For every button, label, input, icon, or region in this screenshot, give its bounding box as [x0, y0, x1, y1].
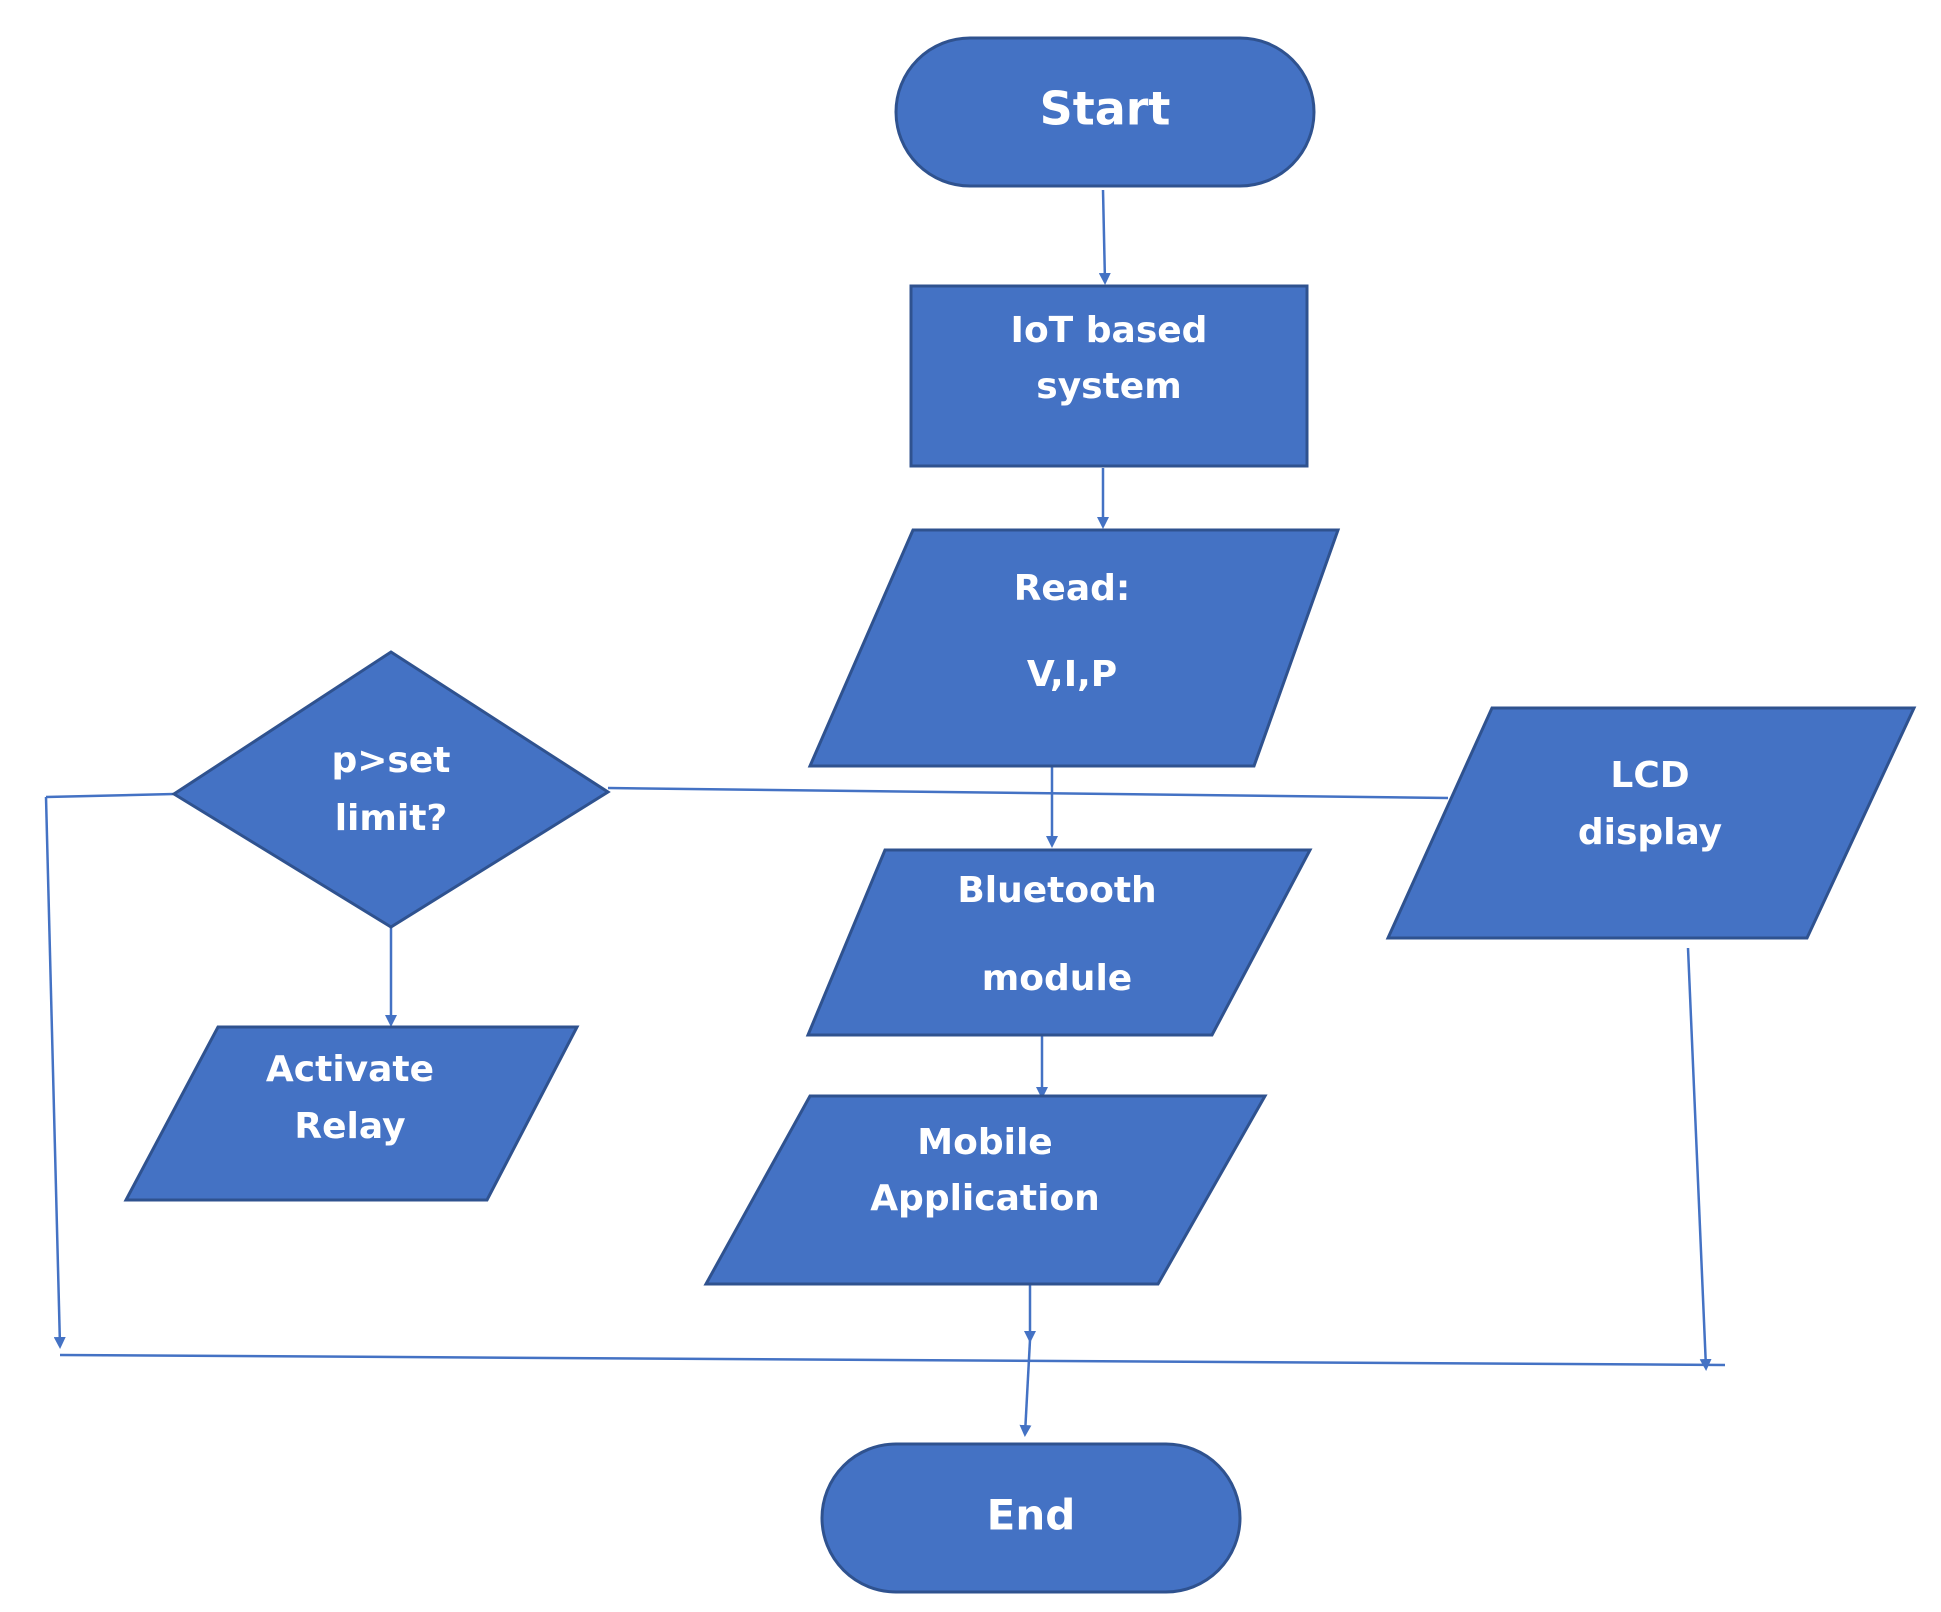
edge-decision-left-branch: [45, 792, 175, 799]
iot-system-label-line-1: IoT based: [1011, 310, 1208, 351]
read-label-line-1: Read:: [1014, 568, 1131, 609]
relay-label-line-2: Relay: [294, 1106, 405, 1147]
connectors: [44, 189, 1726, 1437]
read-node: Read: V,I,P: [807, 528, 1341, 768]
decision-node: p>set limit?: [171, 650, 611, 929]
edge-left-down: [44, 796, 66, 1349]
lcd-label-line-2: display: [1578, 812, 1722, 853]
edge-decision-to-lcd: [607, 786, 1449, 800]
read-label-line-2: V,I,P: [1027, 654, 1117, 695]
edge-bottom-line: [59, 1353, 1726, 1367]
end-node: End: [820, 1442, 1242, 1594]
edge-bottom-to-end: [1019, 1339, 1032, 1437]
iot-system-node: IoT based system: [909, 284, 1309, 468]
mobile-label-line-1: Mobile: [917, 1122, 1052, 1163]
lcd-label-line-1: LCD: [1610, 755, 1689, 796]
decision-label-line-2: limit?: [335, 798, 448, 839]
bluetooth-label-line-2: module: [982, 958, 1132, 999]
start-label: Start: [1040, 82, 1171, 136]
start-node: Start: [894, 36, 1316, 188]
bluetooth-node: Bluetooth module: [805, 848, 1313, 1037]
end-label: End: [987, 1491, 1076, 1540]
edge-lcd-down: [1686, 947, 1712, 1371]
lcd-node: LCD display: [1385, 706, 1917, 940]
relay-node: Activate Relay: [123, 1025, 580, 1202]
iot-system-label-line-2: system: [1036, 366, 1181, 407]
mobile-label-line-2: Application: [870, 1178, 1100, 1219]
edge-start-to-iot: [1098, 189, 1111, 285]
mobile-app-node: Mobile Application: [703, 1094, 1268, 1286]
bluetooth-label-line-1: Bluetooth: [957, 870, 1156, 911]
relay-label-line-1: Activate: [266, 1049, 434, 1090]
decision-label-line-1: p>set: [332, 740, 451, 781]
